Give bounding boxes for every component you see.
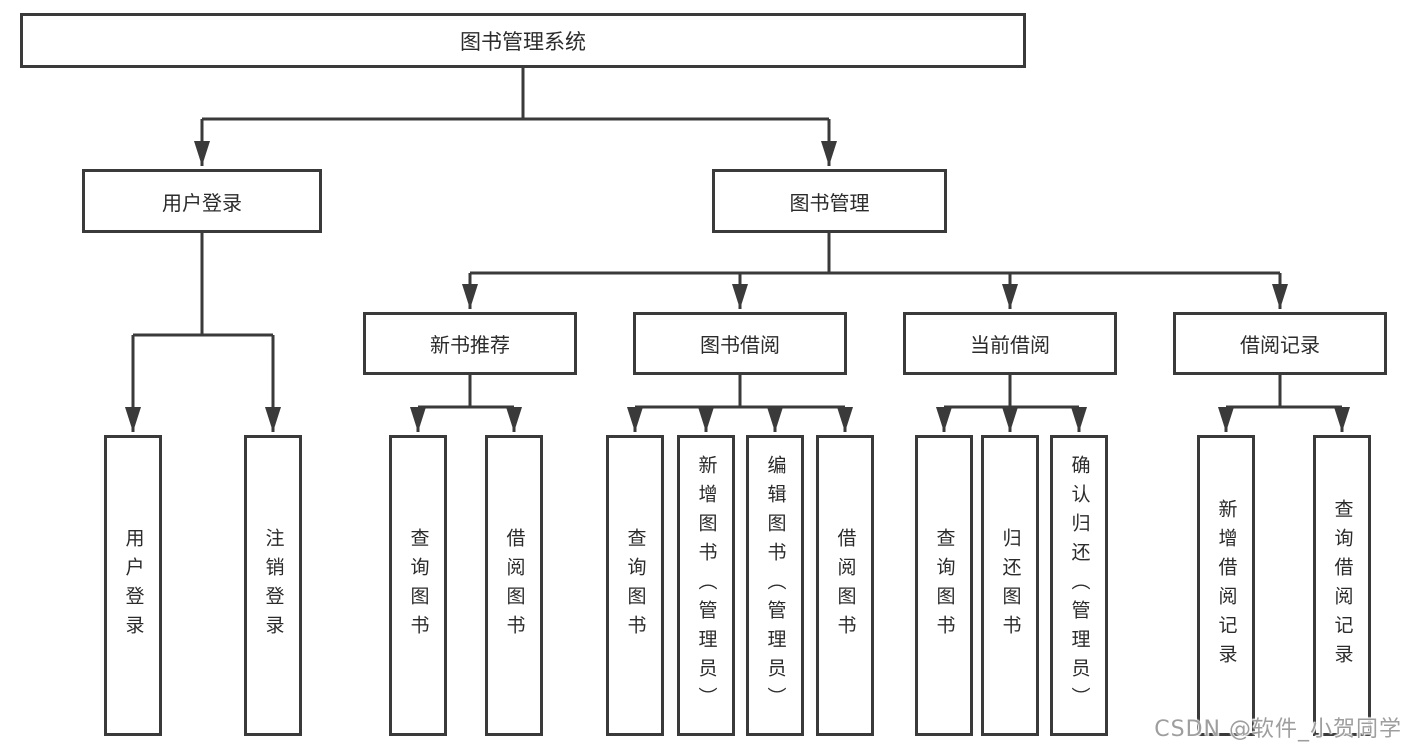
csdn-watermark: CSDN @软件_小贺同学: [1154, 717, 1402, 742]
leaf-return-book: 归还图书: [981, 435, 1039, 736]
node-user-login: 用户登录: [82, 169, 322, 233]
node-label: 图书借阅: [700, 333, 780, 357]
leaf-label: 查询图书: [407, 527, 430, 644]
node-new-book-rec: 新书推荐: [363, 312, 577, 375]
bus-book-mgmt: [470, 233, 1280, 275]
leaf-label: 编辑图书（管理员）: [764, 455, 787, 716]
leaf-confirm-return-admin: 确认归还（管理员）: [1050, 435, 1108, 736]
leaf-query-borrow-record: 查询借阅记录: [1313, 435, 1371, 736]
node-label: 图书管理: [789, 190, 870, 215]
node-label: 借阅记录: [1240, 333, 1320, 357]
node-label: 当前借阅: [970, 333, 1050, 357]
leaf-label: 查询借阅记录: [1331, 498, 1354, 673]
bus-root: [202, 68, 829, 121]
leaf-add-book-admin: 新增图书（管理员）: [677, 435, 735, 736]
leaf-add-borrow-record: 新增借阅记录: [1197, 435, 1255, 736]
leaf-label: 注销登录: [262, 527, 285, 644]
leaf-label: 新增图书（管理员）: [695, 455, 718, 716]
leaf-edit-book-admin: 编辑图书（管理员）: [746, 435, 804, 736]
leaf-label: 查询图书: [624, 527, 647, 644]
leaf-label: 确认归还（管理员）: [1068, 455, 1091, 716]
node-book-mgmt: 图书管理: [712, 169, 947, 233]
leaf-label: 借阅图书: [503, 527, 526, 644]
leaf-query-books-2: 查询图书: [606, 435, 664, 736]
leaf-borrow-books-1: 借阅图书: [485, 435, 543, 736]
node-borrow-records: 借阅记录: [1173, 312, 1387, 375]
node-current-borrow: 当前借阅: [903, 312, 1117, 375]
node-label: 新书推荐: [430, 333, 510, 357]
leaf-borrow-books-2: 借阅图书: [816, 435, 874, 736]
node-root: 图书管理系统: [20, 13, 1026, 68]
bus-new-book-rec: [418, 375, 514, 409]
leaf-logout: 注销登录: [244, 435, 302, 736]
leaf-query-books-3: 查询图书: [915, 435, 973, 736]
leaf-label: 用户登录: [122, 527, 145, 644]
leaf-label: 查询图书: [933, 527, 956, 644]
leaf-query-books-1: 查询图书: [389, 435, 447, 736]
leaf-label: 新增借阅记录: [1215, 498, 1238, 673]
leaf-label: 归还图书: [999, 527, 1022, 644]
node-book-borrow: 图书借阅: [633, 312, 847, 375]
node-root-label: 图书管理系统: [460, 29, 586, 54]
bus-borrow-records: [1226, 375, 1342, 409]
node-label: 用户登录: [162, 190, 242, 215]
bus-current-borrow: [944, 375, 1079, 409]
leaf-user-login: 用户登录: [104, 435, 162, 736]
leaf-label: 借阅图书: [834, 527, 857, 644]
bus-book-borrow: [635, 375, 845, 409]
bus-user-login: [133, 233, 273, 337]
